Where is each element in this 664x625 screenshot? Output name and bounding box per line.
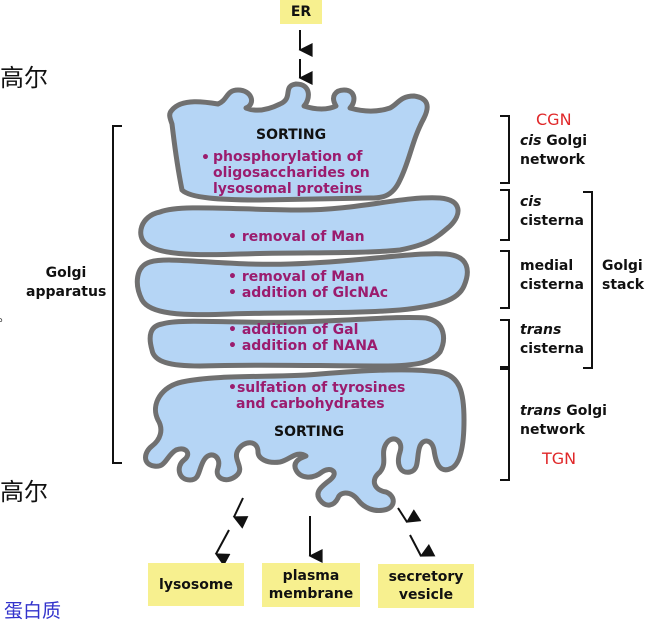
secretory-vesicle-box: secretory vesicle <box>378 564 474 608</box>
chinese-text-bottom: 高尔 <box>0 478 48 506</box>
tgn-sorting-label: SORTING <box>274 424 345 440</box>
arrow-to-lysosome-1 <box>232 497 249 529</box>
tgn-enzyme-line2: and carbohydrates <box>236 396 385 412</box>
medial-enzyme-text: • removal of Man • addition of GlcNAc <box>228 269 389 301</box>
cgn-enzyme-line2: oligosaccharides on <box>213 165 370 181</box>
medial-enzyme-line2: addition of GlcNAc <box>241 285 389 301</box>
medial-enzyme-line1: removal of Man <box>241 269 365 285</box>
golgi-apparatus-line1: Golgi <box>45 265 87 281</box>
chinese-link-protein[interactable]: 蛋白质 <box>4 600 62 622</box>
golgi-stack-label: Golgi stack <box>602 258 645 293</box>
bracket-medial <box>500 250 510 309</box>
trans-cisterna-label: trans cisterna <box>520 322 584 357</box>
trans-golgi-network-label: trans Golgi network <box>520 403 607 438</box>
arrow-to-lysosome-2 <box>214 529 231 567</box>
cgn-enzyme-line3: lysosomal proteins <box>213 181 363 197</box>
trans-enzyme-line1: addition of Gal <box>241 322 359 338</box>
trans-cisterna <box>147 314 446 369</box>
bracket-cgn <box>500 115 510 184</box>
small-circle-mark: 。 <box>0 308 10 325</box>
cgn-enzyme-bullet: • <box>201 150 210 166</box>
bracket-cis <box>500 189 510 241</box>
destination-arrows <box>214 497 436 567</box>
tgn-enzyme-line1: sulfation of tyrosines <box>236 380 406 396</box>
trans-enzyme-text: • addition of Gal • addition of NANA <box>228 322 378 354</box>
golgi-apparatus-bracket <box>112 125 122 464</box>
medial-cisterna <box>134 251 470 318</box>
cgn-enzyme-text: phosphorylation of oligosaccharides on l… <box>213 149 370 197</box>
bracket-trans <box>500 319 510 368</box>
er-box: ER <box>280 0 322 24</box>
tgn-enzyme-text: •sulfation of tyrosines and carbohydrate… <box>228 380 406 412</box>
lysosome-box: lysosome <box>148 563 244 606</box>
tgn-abbreviation: TGN <box>542 449 577 468</box>
cis-enzyme-line1: removal of Man <box>241 229 365 245</box>
tgn-compartment <box>143 367 467 513</box>
golgi-apparatus-label: Golgi apparatus <box>26 264 106 302</box>
trans-enzyme-line2: addition of NANA <box>241 338 378 354</box>
cis-enzyme-text: • removal of Man <box>228 229 365 245</box>
plasma-membrane-box: plasma membrane <box>262 563 360 607</box>
right-brackets <box>500 115 593 481</box>
cis-cisterna <box>138 195 461 258</box>
bracket-golgi-stack <box>583 191 593 369</box>
cgn-sorting-label: SORTING <box>256 127 327 143</box>
bracket-tgn <box>500 368 510 481</box>
golgi-apparatus-line2: apparatus <box>26 284 107 300</box>
medial-cisterna-label: medial cisterna <box>520 258 584 293</box>
cgn-abbreviation: CGN <box>536 110 572 129</box>
arrow-to-secretory-2 <box>409 534 436 557</box>
cis-cisterna-label: cis cisterna <box>520 194 584 229</box>
chinese-text-top: 高尔 <box>0 64 48 92</box>
cgn-compartment <box>167 81 430 203</box>
cis-golgi-network-label: cis Golgi network <box>520 133 588 168</box>
cgn-enzyme-line1: phosphorylation of <box>213 149 363 165</box>
arrow-to-secretory-1 <box>397 507 422 523</box>
